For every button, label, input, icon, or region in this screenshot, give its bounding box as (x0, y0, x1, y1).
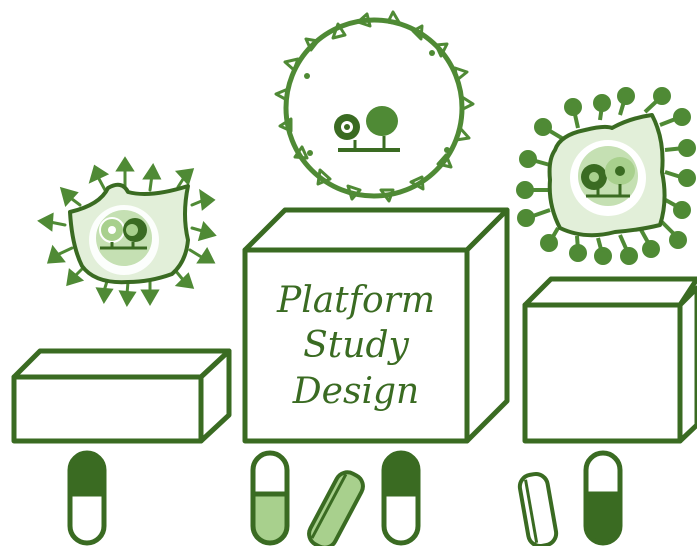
receptor-studded-cell-icon (516, 87, 696, 265)
tablet-icon (307, 470, 365, 546)
box-label-line-1: Platform (276, 280, 435, 321)
round-spiky-cell-icon (274, 10, 475, 203)
nucleus-pair-icon (334, 106, 400, 152)
box-label-line-2: Study (303, 325, 409, 366)
round-cell-dots (304, 50, 450, 156)
spiky-virus-cell-icon (37, 156, 217, 308)
arrow-spikes (37, 156, 217, 308)
right-box (522, 276, 697, 444)
box-label-line-3: Design (292, 371, 419, 412)
tablet-icon (517, 472, 559, 546)
nucleus-pair-icon (581, 157, 635, 198)
receptor-stalks (516, 87, 696, 265)
capsule-icon (250, 450, 290, 546)
center-box (242, 207, 510, 444)
triangle-spikes (274, 10, 475, 203)
left-box (11, 348, 232, 444)
capsule-icon (67, 450, 107, 546)
center-box-label: Platform Study Design (276, 280, 435, 412)
capsule-icon (583, 450, 623, 546)
capsule-icon (381, 450, 421, 546)
nucleus-pair-icon (99, 217, 147, 250)
